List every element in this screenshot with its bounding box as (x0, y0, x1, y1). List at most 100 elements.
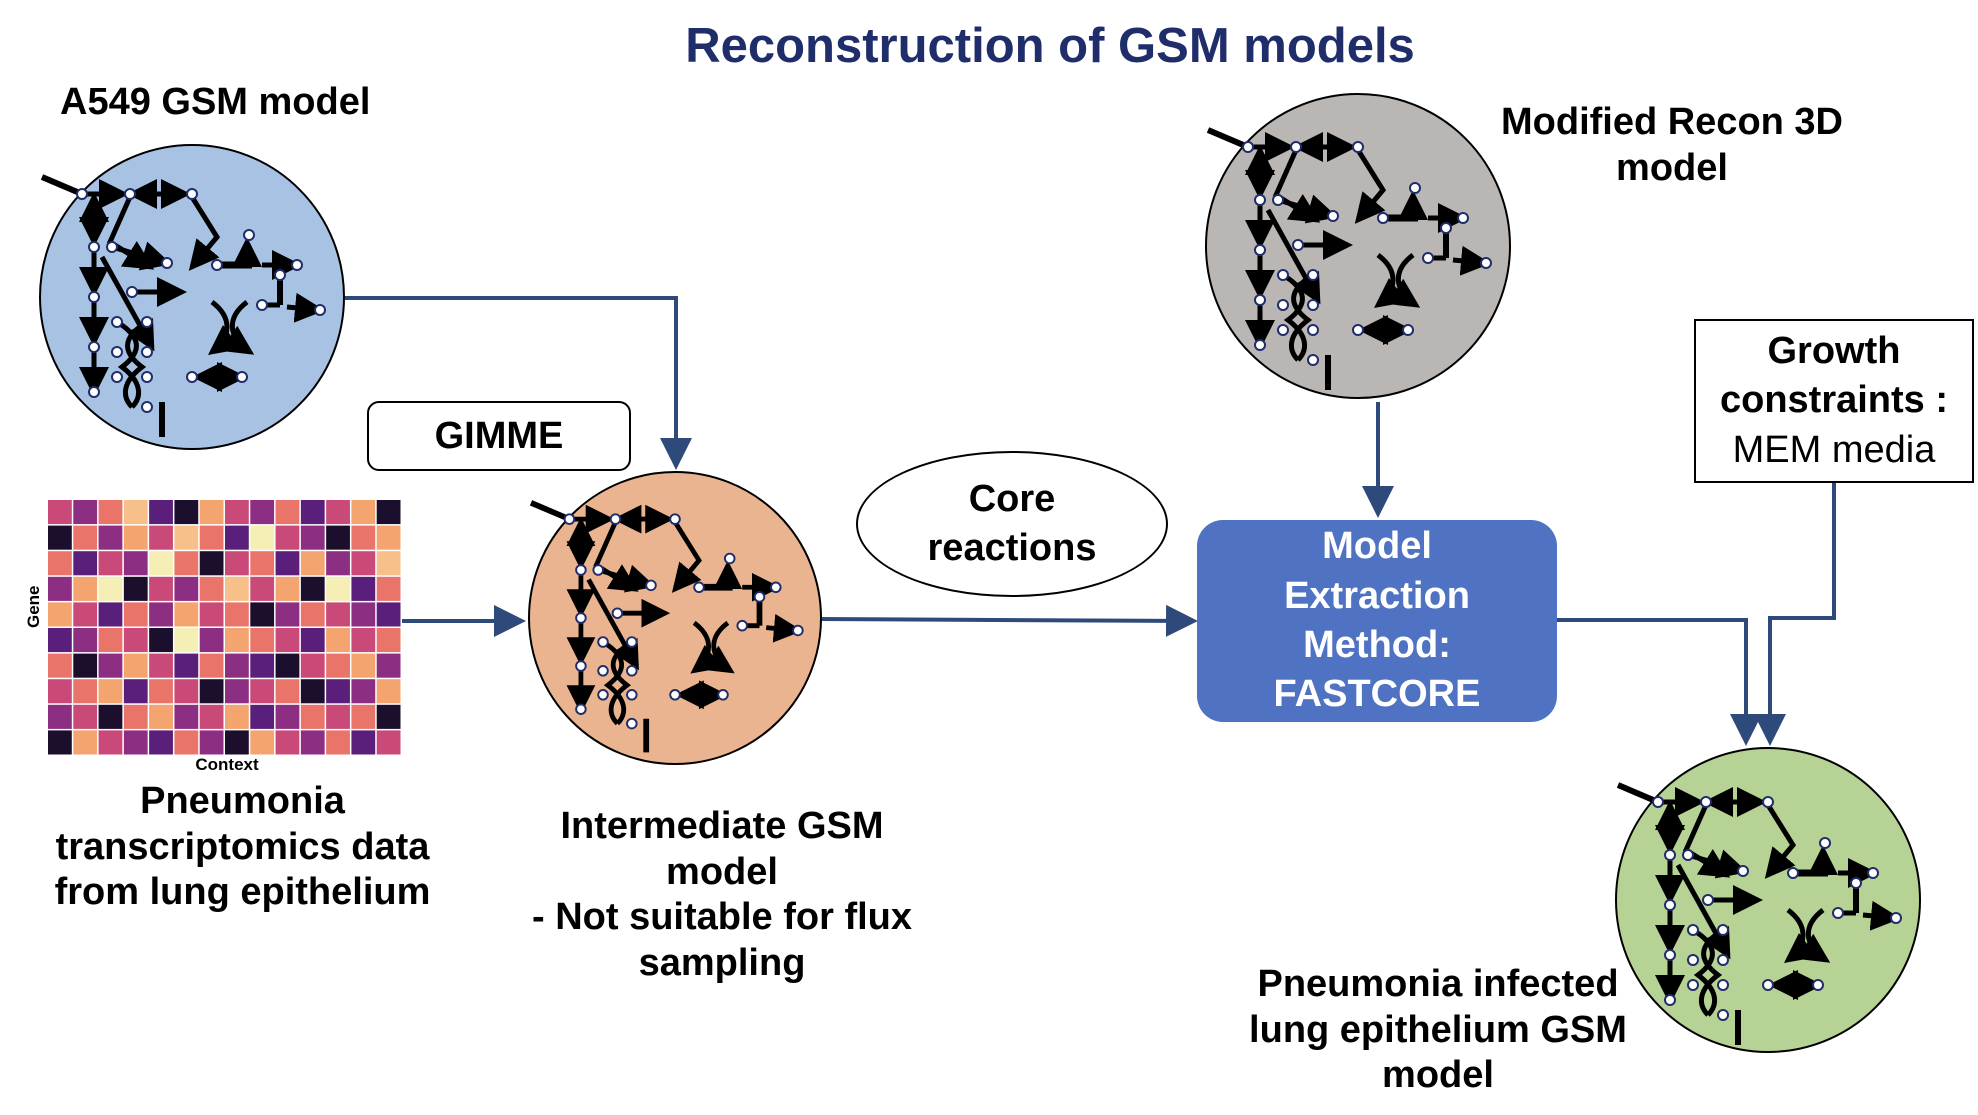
growth-constraints-box: Growth constraints : MEM media (1694, 319, 1974, 483)
heatmap-cell (149, 551, 173, 576)
heatmap-cell (123, 551, 148, 576)
recon-label: Modified Recon 3D model (1482, 100, 1862, 191)
heatmap-cell (351, 679, 376, 704)
arrow-growth-to-final (1754, 483, 1836, 746)
heatmap-cell (123, 500, 148, 525)
heatmap-cell (98, 628, 123, 653)
heatmap-cell (149, 628, 173, 653)
heatmap-cell (351, 628, 376, 653)
intermediate-label-line3: - Not suitable for flux (532, 896, 912, 939)
heatmap-cell (73, 576, 98, 601)
heatmap-cell (149, 679, 173, 704)
intermediate-label-line2: model (666, 850, 778, 893)
heatmap-y-label: Gene (24, 585, 43, 628)
heatmap-cell (174, 730, 199, 755)
heatmap-cell (73, 602, 98, 627)
core-label-line2: reactions (927, 527, 1097, 569)
heatmap-cell (174, 628, 199, 653)
intermediate-label: Intermediate GSM model - Not suitable fo… (502, 804, 942, 986)
recon-label-line1: Modified Recon 3D (1500, 101, 1844, 143)
heatmap-cell (98, 602, 123, 627)
heatmap-cell (351, 576, 376, 601)
heatmap-cell (174, 602, 199, 627)
pneumonia-label-line3: from lung epithelium (54, 871, 431, 914)
heatmap-cell (376, 576, 401, 601)
fastcore-label-line3: Method: (1303, 624, 1451, 666)
heatmap-cell (250, 525, 275, 550)
heatmap-cell (300, 653, 325, 678)
heatmap-cell (250, 653, 275, 678)
heatmap-cell (174, 500, 199, 525)
fastcore-box: Model Extraction Method: FASTCORE (1197, 520, 1557, 722)
heatmap-cell (275, 576, 300, 601)
heatmap-cell (225, 525, 249, 550)
heatmap-cell (351, 500, 376, 525)
heatmap-cell (326, 679, 350, 704)
heatmap-cell (351, 602, 376, 627)
heatmap-cell (351, 704, 376, 729)
heatmap-cell (300, 602, 325, 627)
heatmap-cell (250, 628, 275, 653)
heatmap-cell (123, 525, 148, 550)
heatmap-cell (48, 525, 72, 550)
heatmap-cell (199, 551, 224, 576)
heatmap-cell (326, 525, 350, 550)
arrow-a549-to-intermediate (340, 296, 692, 470)
heatmap-cell (48, 576, 72, 601)
pneumonia-data-label: Pneumonia transcriptomics data from lung… (20, 779, 465, 916)
final-label-line3: model (1382, 1054, 1494, 1097)
heatmap-cell (73, 628, 98, 653)
heatmap-cell (351, 525, 376, 550)
heatmap-cell (98, 704, 123, 729)
final-model-label: Pneumonia infected lung epithelium GSM m… (1208, 962, 1668, 1099)
heatmap-cell (174, 551, 199, 576)
heatmap-cell (225, 500, 249, 525)
heatmap-cell (351, 653, 376, 678)
heatmap-cell (174, 679, 199, 704)
arrow-fastcore-to-final (1557, 618, 1762, 746)
heatmap-cell (225, 704, 249, 729)
heatmap-cell (48, 500, 72, 525)
heatmap-cell (199, 730, 224, 755)
heatmap-cell (376, 730, 401, 755)
growth-label-line3: MEM media (1732, 428, 1936, 471)
heatmap-cell (250, 704, 275, 729)
heatmap-cell (376, 704, 401, 729)
heatmap-cell (98, 525, 123, 550)
heatmap-cell (275, 551, 300, 576)
heatmap-cell (225, 653, 249, 678)
intermediate-label-line4: sampling (638, 941, 806, 984)
heatmap-cell (275, 628, 300, 653)
final-label-line2: lung epithelium GSM (1249, 1008, 1627, 1051)
heatmap-cell (199, 653, 224, 678)
heatmap-cell (98, 551, 123, 576)
core-label-line1: Core (968, 477, 1056, 520)
heatmap-cell (300, 551, 325, 576)
heatmap-cell (98, 500, 123, 525)
heatmap-cell (149, 653, 173, 678)
heatmap-cell (300, 500, 325, 525)
heatmap-cell (48, 679, 72, 704)
heatmap-cell (73, 730, 98, 755)
heatmap-cell (225, 551, 249, 576)
heatmap-cell (250, 500, 275, 525)
heatmap-cell (225, 602, 249, 627)
heatmap-cell (376, 653, 401, 678)
heatmap-cell (98, 730, 123, 755)
heatmap-cell (250, 602, 275, 627)
heatmap-cell (73, 679, 98, 704)
heatmap-cell (174, 704, 199, 729)
heatmap-cell (199, 576, 224, 601)
heatmap-cell (376, 628, 401, 653)
a549-label: A549 GSM model (60, 81, 371, 123)
heatmap-x-label: Context (195, 755, 259, 774)
heatmap-cell (149, 576, 173, 601)
heatmap-cell (351, 551, 376, 576)
heatmap-cell (300, 730, 325, 755)
heatmap-cell (123, 730, 148, 755)
heatmap-cell (250, 679, 275, 704)
heatmap-cell (199, 628, 224, 653)
heatmap-cell (275, 653, 300, 678)
heatmap-cell (98, 679, 123, 704)
heatmap-cell (376, 551, 401, 576)
